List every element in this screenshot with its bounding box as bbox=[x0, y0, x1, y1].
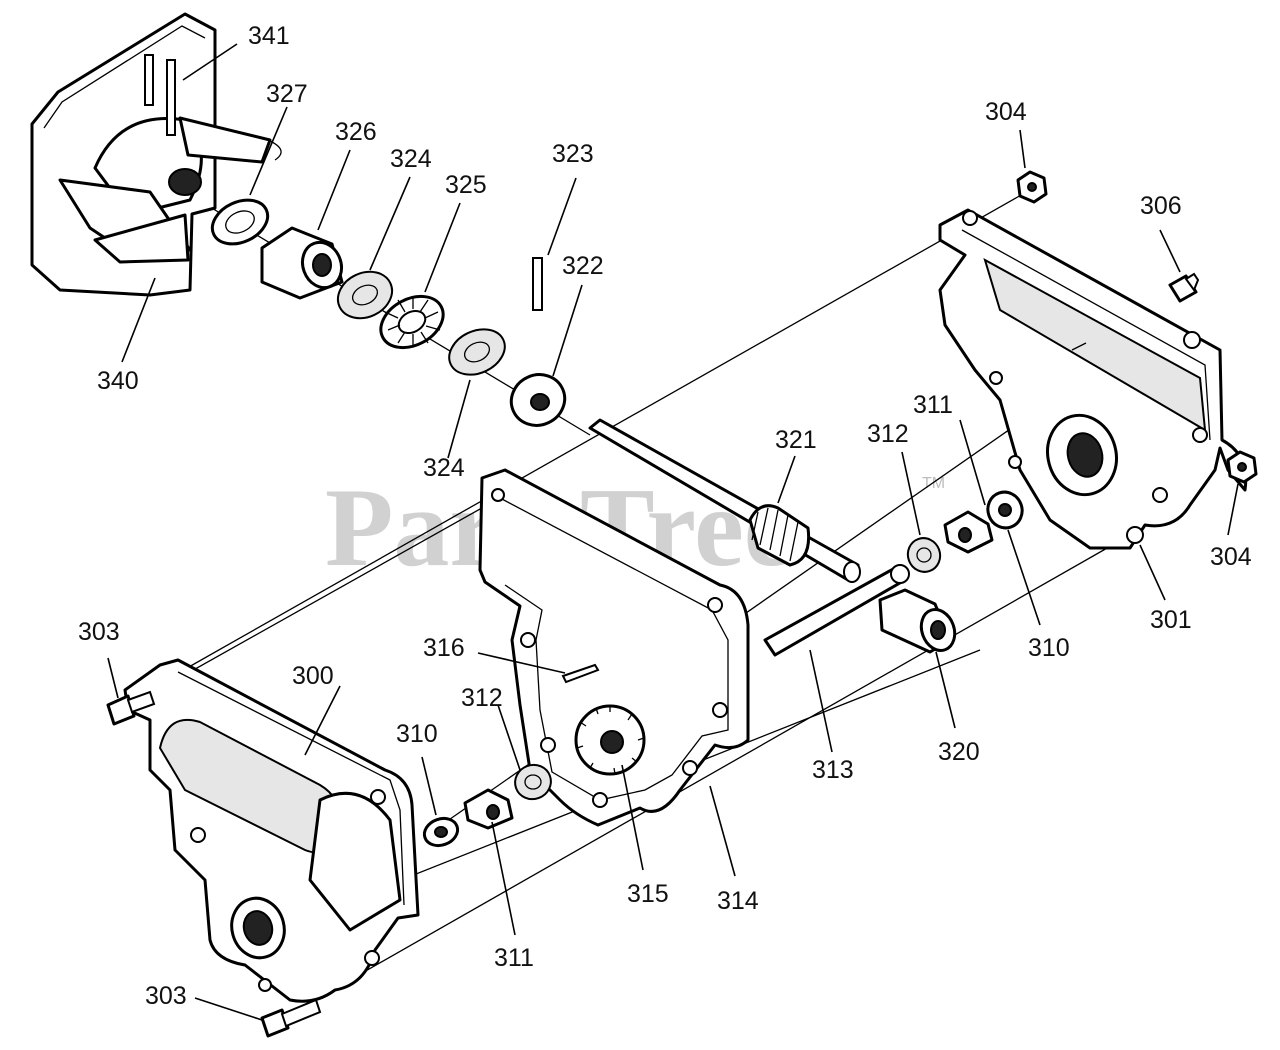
collar-322 bbox=[509, 373, 567, 427]
washer-324-lower bbox=[448, 328, 506, 376]
bushing-311-left bbox=[463, 788, 514, 830]
bushing-326 bbox=[260, 226, 344, 300]
callout-316: 316 bbox=[423, 634, 465, 662]
callout-306: 306 bbox=[1140, 192, 1182, 220]
roll-pin-323 bbox=[532, 257, 543, 311]
screw-303-upper bbox=[106, 690, 156, 726]
callout-321: 321 bbox=[775, 426, 817, 454]
callout-314: 314 bbox=[717, 887, 759, 915]
callout-312-right: 312 bbox=[867, 420, 909, 448]
trademark-mark: TM bbox=[922, 475, 945, 492]
nut-304-upper bbox=[1016, 170, 1048, 204]
gasket-314 bbox=[478, 468, 750, 827]
shaft-313 bbox=[763, 564, 910, 657]
callout-300: 300 bbox=[292, 662, 334, 690]
bearing-housing-320 bbox=[878, 588, 957, 654]
washer-312-right bbox=[906, 537, 942, 573]
callout-326: 326 bbox=[335, 118, 377, 146]
callout-310-right: 310 bbox=[1028, 634, 1070, 662]
callout-labels: 341 327 326 324 325 323 322 324 340 304 … bbox=[78, 22, 1252, 1010]
washer-327 bbox=[210, 198, 270, 246]
callout-312-left: 312 bbox=[461, 684, 503, 712]
callout-340: 340 bbox=[97, 367, 139, 395]
gear-case-300 bbox=[123, 658, 420, 1003]
callout-315: 315 bbox=[627, 880, 669, 908]
gear-case-301 bbox=[938, 208, 1248, 550]
callout-323: 323 bbox=[552, 140, 594, 168]
callout-322: 322 bbox=[562, 252, 604, 280]
washer-324-upper bbox=[336, 270, 394, 320]
callout-324-lower: 324 bbox=[423, 454, 465, 482]
gear-315 bbox=[574, 704, 646, 776]
screw-303-lower bbox=[260, 998, 322, 1038]
leader-lines bbox=[107, 43, 1239, 1021]
callout-324-upper: 324 bbox=[390, 145, 432, 173]
needle-bearing-325 bbox=[379, 294, 445, 350]
callout-313: 313 bbox=[812, 756, 854, 784]
callout-304-lower: 304 bbox=[1210, 543, 1252, 571]
callout-301: 301 bbox=[1150, 606, 1192, 634]
callout-327: 327 bbox=[266, 80, 308, 108]
callout-311-left: 311 bbox=[494, 944, 534, 972]
callout-310-left: 310 bbox=[396, 720, 438, 748]
washer-310-right bbox=[986, 490, 1024, 530]
callout-304-upper: 304 bbox=[985, 98, 1027, 126]
callout-311-right: 311 bbox=[913, 391, 953, 419]
callout-320: 320 bbox=[938, 738, 980, 766]
key-316 bbox=[561, 663, 600, 684]
nut-304-lower bbox=[1226, 450, 1258, 484]
callout-303-upper: 303 bbox=[78, 618, 120, 646]
washer-312-left bbox=[514, 763, 552, 801]
callout-303-lower: 303 bbox=[145, 982, 187, 1010]
bushing-311-right bbox=[943, 510, 994, 554]
callout-341: 341 bbox=[248, 22, 290, 50]
fitting-306 bbox=[1168, 272, 1200, 303]
callout-325: 325 bbox=[445, 171, 487, 199]
impeller-housing-340 bbox=[30, 12, 282, 297]
worm-shaft-321 bbox=[588, 418, 861, 583]
washer-310-left bbox=[422, 816, 460, 848]
